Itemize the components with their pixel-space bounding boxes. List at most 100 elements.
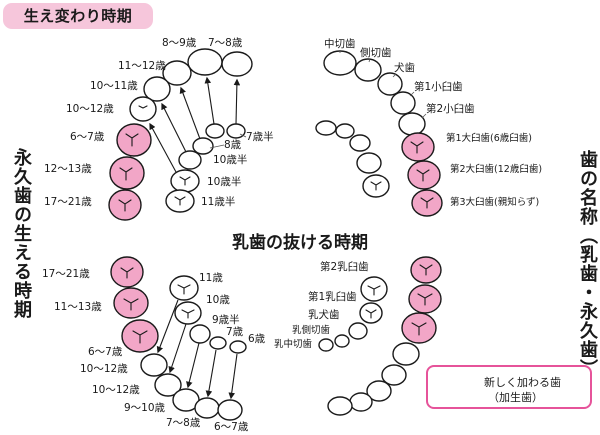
label-bottom-left: 7〜8歳 — [166, 417, 201, 429]
tooth-mark — [416, 169, 430, 182]
label-bottom-left: 6歳 — [248, 333, 266, 345]
arrow — [179, 86, 201, 140]
label-baby-tooth-name: 乳犬歯 — [308, 308, 340, 321]
tooth-mark — [417, 293, 433, 306]
label-bottom-left: 9歳半 — [212, 313, 240, 326]
tooth-baby-incisor — [205, 123, 225, 139]
label-tooth-name: 中切歯 — [324, 37, 356, 50]
tooth-mark — [370, 181, 382, 191]
leader-line — [239, 133, 247, 138]
arrow — [204, 76, 215, 125]
bottom-left-arrows — [156, 299, 238, 400]
tooth-lower-central — [327, 396, 353, 416]
arrow — [156, 299, 179, 354]
label-baby-tooth-name: 乳側切歯 — [292, 324, 331, 336]
tooth-mark — [411, 322, 427, 336]
tooth-lower-lateral-incisor — [194, 397, 220, 419]
tooth-upper-central-incisor — [221, 51, 253, 77]
tooth-upper-canine — [143, 76, 171, 102]
label-baby-tooth-name: 第1乳臼歯 — [308, 290, 357, 303]
label-top-left: 11歳半 — [201, 195, 235, 208]
label-top-left: 10〜12歳 — [66, 103, 114, 115]
tooth-baby-canine — [189, 324, 211, 344]
label-bottom-left: 6〜7歳 — [214, 421, 249, 433]
bottom-right-arch — [327, 256, 442, 416]
right-vertical-title: 歯の名称（乳歯・永久歯） — [577, 150, 598, 378]
leader-line — [392, 73, 397, 78]
label-top-left: 11〜12歳 — [118, 60, 166, 72]
tooth-mark — [181, 309, 195, 319]
tooth-mark — [120, 267, 134, 279]
top-right-baby-teeth — [315, 120, 390, 198]
tooth-baby-incisor — [229, 340, 247, 354]
label-top-left: 8〜9歳 — [162, 37, 197, 49]
label-top-left: 7〜8歳 — [208, 37, 243, 49]
label-bottom-left: 7歳 — [226, 326, 244, 338]
label-top-left: 7歳半 — [246, 130, 274, 143]
tooth-baby-canine — [178, 150, 202, 170]
tooth-mark — [123, 298, 139, 311]
arrow — [149, 122, 177, 173]
tooth-baby-incisor — [226, 123, 246, 139]
arrow — [228, 353, 238, 400]
arrow — [161, 102, 187, 153]
label-top-left: 12〜13歳 — [44, 163, 92, 175]
bottom-left-baby-teeth — [169, 275, 247, 354]
tooth-baby-lateral-incisor — [334, 334, 350, 348]
label-top-left: 8歳 — [224, 139, 242, 151]
tooth-first-premolar — [390, 91, 416, 115]
top-left-arrows — [149, 76, 241, 173]
tooth-mark — [419, 264, 433, 276]
label-bottom-left: 10歳 — [206, 294, 230, 306]
label-top-left: 17〜21歳 — [44, 196, 92, 208]
label-bottom-left: 10〜12歳 — [92, 384, 140, 396]
tooth-baby — [315, 120, 337, 136]
tooth-baby-lateral — [192, 137, 214, 155]
tooth-baby-canine — [348, 322, 368, 340]
arrow — [168, 323, 187, 374]
arrow — [205, 349, 217, 398]
tooth-baby — [349, 134, 371, 152]
legend-sublabel: （加生歯） — [488, 391, 543, 404]
tooth-upper-premolar — [129, 96, 157, 122]
tooth-lower-premolar — [392, 342, 420, 366]
tooth-lower-premolar — [381, 364, 407, 386]
tooth-mark — [119, 167, 133, 181]
label-bottom-left: 17〜21歳 — [42, 268, 90, 280]
label-top-left: 10歳半 — [213, 153, 247, 166]
tooth-mark — [138, 105, 148, 109]
tooth-upper-second-molar — [109, 156, 145, 190]
arrow — [186, 342, 200, 389]
section-title-badge: 生え変わり時期 — [3, 3, 153, 29]
tooth-lower-canine — [366, 380, 392, 402]
tooth-mark — [125, 133, 139, 147]
label-tooth-name: 側切歯 — [360, 46, 392, 59]
label-baby-tooth-name: 乳中切歯 — [274, 338, 313, 350]
tooth-mark — [420, 197, 434, 209]
label-tooth-name: 第2大臼歯(12歳臼歯) — [450, 163, 542, 175]
tooth-mark — [118, 199, 132, 212]
tooth-lower-central-incisor — [217, 399, 243, 421]
center-heading: 乳歯の抜ける時期 — [232, 233, 368, 253]
tooth-canine — [377, 72, 403, 96]
tooth-lower-lateral — [349, 392, 373, 412]
tooth-mark — [174, 196, 186, 206]
tooth-baby-lateral — [209, 336, 227, 350]
leader-line — [409, 91, 415, 97]
top-left-baby-teeth — [165, 123, 246, 213]
left-vertical-title: 永久歯の生える時期 — [11, 148, 32, 319]
leader-line — [368, 58, 371, 63]
tooth-first-molar — [401, 132, 435, 162]
legend-label: 新しく加わる歯 — [484, 376, 561, 389]
label-tooth-name: 第2小臼歯 — [426, 102, 475, 115]
tooth-upper-central-incisor — [187, 48, 223, 76]
label-bottom-left: 11〜13歳 — [54, 301, 102, 313]
label-tooth-name: 第1大臼歯(6歳臼歯) — [446, 132, 532, 144]
label-tooth-name: 第1小臼歯 — [414, 80, 463, 93]
tooth-lateral-incisor — [354, 58, 382, 82]
tooth-baby — [356, 152, 382, 174]
tooth-second-molar — [407, 160, 441, 190]
arrow — [233, 78, 241, 125]
top-left-permanent-arch — [108, 48, 253, 221]
tooth-lower-premolar — [154, 373, 182, 397]
